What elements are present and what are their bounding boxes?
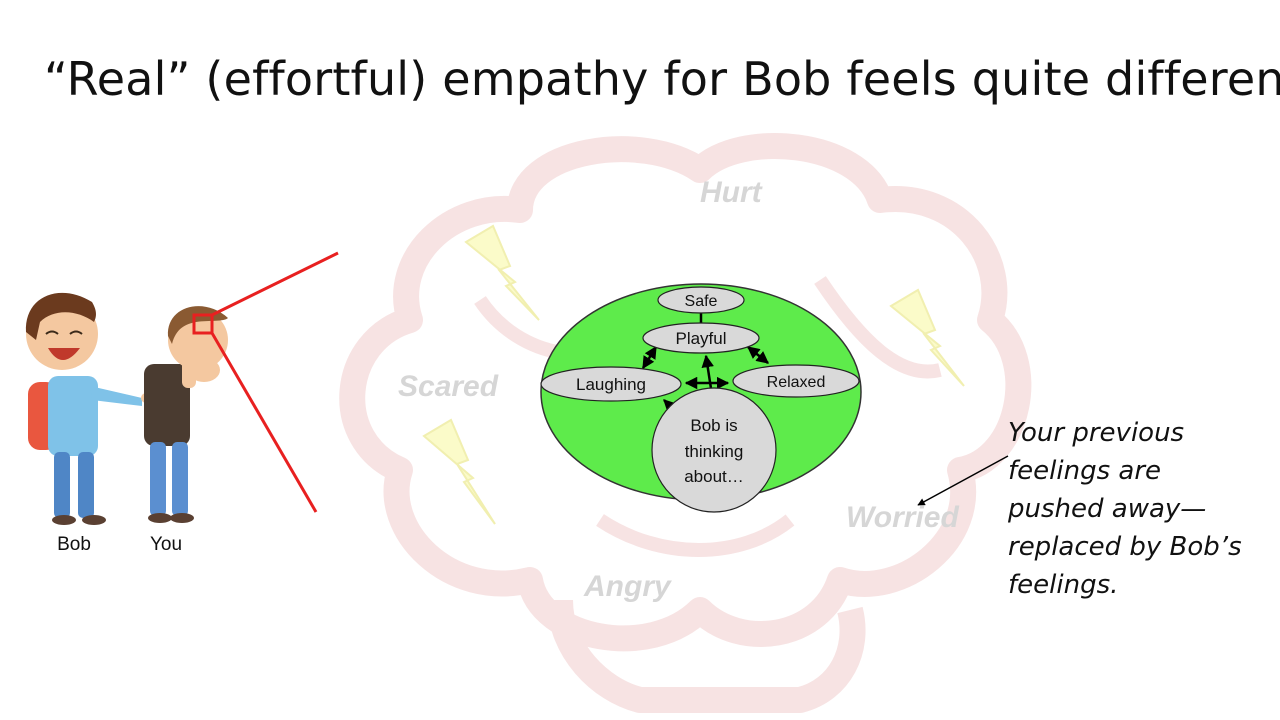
note-pointer-arrow xyxy=(917,455,1009,506)
bob-is-thinking-line: thinking xyxy=(685,442,744,461)
safe-node xyxy=(657,286,745,314)
bob-is-thinking-node xyxy=(651,387,777,513)
faded-feeling-word: Hurt xyxy=(700,176,764,209)
note-line: replaced by Bob’s xyxy=(1008,532,1242,562)
bob-is-thinking-line: about… xyxy=(684,467,744,486)
mind-nodes xyxy=(540,286,860,513)
note-line: feelings are xyxy=(1008,456,1162,486)
faded-feeling-word: Angry xyxy=(583,570,672,603)
faded-lightning-bolts xyxy=(422,224,965,525)
slide-title: “Real” (effortful) empathy for Bob feels… xyxy=(44,52,1280,106)
bob-figure xyxy=(25,292,151,525)
note-line: pushed away— xyxy=(1008,494,1207,524)
safe-label: Safe xyxy=(685,293,718,310)
playful-node xyxy=(642,322,760,354)
you-label: You xyxy=(150,534,182,555)
bob-label: Bob xyxy=(57,534,91,555)
note-line: Your previous xyxy=(1008,418,1185,448)
faded-feeling-word: Worried xyxy=(846,501,959,534)
relaxed-node xyxy=(732,364,860,398)
laughing-node xyxy=(540,366,682,402)
zoom-callout xyxy=(192,251,339,513)
playful-label: Playful xyxy=(675,329,726,348)
bob-is-thinking-line: Bob is xyxy=(690,416,737,435)
laughing-label: Laughing xyxy=(576,375,646,394)
relaxed-label: Relaxed xyxy=(767,374,826,391)
side-note: Your previous feelings are pushed away— … xyxy=(1008,414,1268,604)
note-line: feelings. xyxy=(1008,570,1119,600)
lightning-bolt-icon xyxy=(422,418,496,525)
lightning-bolt-icon xyxy=(889,288,965,387)
faded-feeling-word: Scared xyxy=(398,370,499,403)
faded-feeling-words: Hurt Scared Worried Angry xyxy=(398,176,959,603)
lightning-bolt-icon xyxy=(464,224,540,321)
